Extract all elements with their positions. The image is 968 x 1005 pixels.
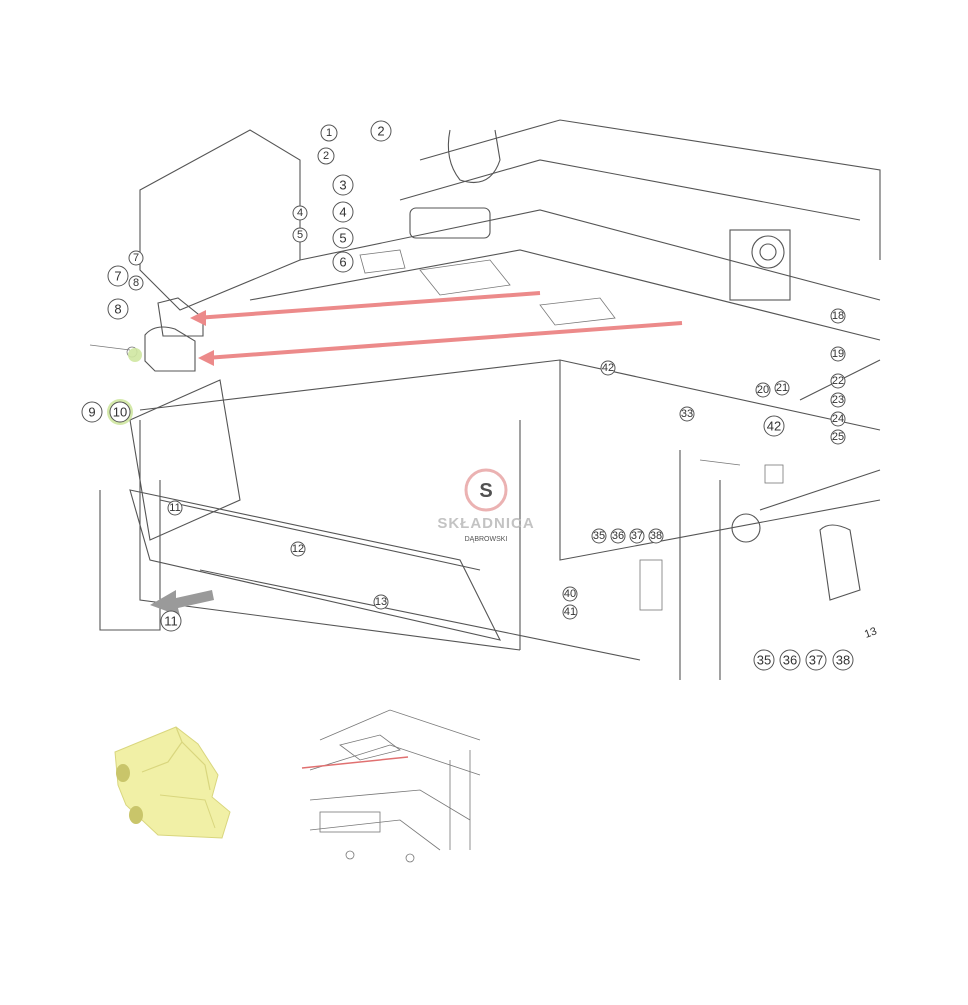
watermark-brand: SKŁADNICA xyxy=(437,515,534,532)
callout-4-large: 4 xyxy=(332,201,354,223)
svg-text:33: 33 xyxy=(681,408,693,420)
callout-25: 25 xyxy=(830,429,846,445)
callout-1: 1 xyxy=(320,124,338,142)
callout-36-small: 36 xyxy=(610,528,626,544)
callout-35-large: 35 xyxy=(753,649,775,671)
callout-18: 18 xyxy=(830,308,846,324)
callout-42-small: 42 xyxy=(600,360,616,376)
svg-text:11: 11 xyxy=(169,502,180,514)
svg-text:19: 19 xyxy=(832,348,844,360)
svg-text:21: 21 xyxy=(776,382,788,394)
svg-text:8: 8 xyxy=(114,302,121,317)
highlight-bushing xyxy=(128,348,142,362)
callout-2-large: 2 xyxy=(370,120,392,142)
svg-text:18: 18 xyxy=(832,310,844,322)
callout-41: 41 xyxy=(562,604,578,620)
callout-9: 9 xyxy=(81,401,103,423)
svg-text:42: 42 xyxy=(602,362,614,374)
callout-37-large: 37 xyxy=(805,649,827,671)
callout-8-large: 8 xyxy=(107,298,129,320)
watermark-logo: S SKŁADNICA DĄBROWSKI xyxy=(437,468,534,543)
svg-text:35: 35 xyxy=(757,653,771,668)
svg-text:37: 37 xyxy=(631,530,643,542)
svg-text:5: 5 xyxy=(339,231,346,246)
svg-text:24: 24 xyxy=(832,413,844,425)
callout-22: 22 xyxy=(830,373,846,389)
arrow-to-part-10 xyxy=(205,321,683,360)
arrow-to-part-8 xyxy=(195,291,541,320)
svg-text:23: 23 xyxy=(832,394,844,406)
callout-6: 6 xyxy=(332,251,354,273)
callout-20: 20 xyxy=(755,382,771,398)
diagram-thumbnail xyxy=(301,700,492,870)
svg-text:37: 37 xyxy=(809,653,823,668)
svg-text:13: 13 xyxy=(375,596,387,608)
callout-12: 12 xyxy=(290,541,306,557)
frame-drawing xyxy=(89,119,881,680)
callout-10: 10 xyxy=(109,401,131,423)
callout-42-large: 42 xyxy=(763,415,785,437)
callout-36-large: 36 xyxy=(779,649,801,671)
svg-text:7: 7 xyxy=(114,269,121,284)
svg-text:3: 3 xyxy=(339,178,346,193)
callout-24: 24 xyxy=(830,411,846,427)
svg-text:40: 40 xyxy=(564,588,576,600)
svg-text:11: 11 xyxy=(164,614,178,629)
callout-37-small: 37 xyxy=(629,528,645,544)
svg-text:5: 5 xyxy=(297,229,303,241)
callout-7-large: 7 xyxy=(107,265,129,287)
svg-text:20: 20 xyxy=(757,384,769,396)
partial-label-13: 13 xyxy=(863,625,879,640)
svg-text:36: 36 xyxy=(783,653,797,668)
callout-38-large: 38 xyxy=(832,649,854,671)
svg-text:38: 38 xyxy=(836,653,850,668)
svg-text:4: 4 xyxy=(339,205,346,220)
red-arrows xyxy=(190,291,683,366)
svg-text:35: 35 xyxy=(593,530,605,542)
callout-11-small: 11 xyxy=(167,500,183,516)
callout-23: 23 xyxy=(830,392,846,408)
callout-33: 33 xyxy=(679,406,695,422)
svg-text:2: 2 xyxy=(377,124,384,139)
svg-text:25: 25 xyxy=(832,431,844,443)
svg-text:S: S xyxy=(479,480,492,502)
callout-7-small: 7 xyxy=(128,250,144,266)
svg-text:6: 6 xyxy=(339,255,346,270)
svg-text:7: 7 xyxy=(133,252,139,264)
callout-11-large: 11 xyxy=(160,610,182,632)
svg-text:9: 9 xyxy=(88,405,95,420)
callout-35-small: 35 xyxy=(591,528,607,544)
product-photo-hinge-part xyxy=(114,726,231,839)
svg-text:2: 2 xyxy=(323,150,329,162)
svg-text:1: 1 xyxy=(326,127,332,139)
callout-21: 21 xyxy=(774,380,790,396)
svg-text:4: 4 xyxy=(297,207,303,219)
callout-4-small: 4 xyxy=(292,205,308,221)
svg-text:36: 36 xyxy=(612,530,624,542)
svg-text:38: 38 xyxy=(650,530,662,542)
svg-text:41: 41 xyxy=(564,606,576,618)
callout-40: 40 xyxy=(562,586,578,602)
svg-text:8: 8 xyxy=(133,277,139,289)
svg-text:10: 10 xyxy=(113,405,127,420)
svg-text:22: 22 xyxy=(832,375,844,387)
callout-2-small: 2 xyxy=(317,147,335,165)
callout-19: 19 xyxy=(830,346,846,362)
svg-text:12: 12 xyxy=(292,543,304,555)
callout-38-small: 38 xyxy=(648,528,664,544)
callout-5-large: 5 xyxy=(332,227,354,249)
watermark-sub: DĄBROWSKI xyxy=(465,536,508,543)
svg-text:42: 42 xyxy=(767,419,781,434)
callout-3: 3 xyxy=(332,174,354,196)
callout-8-small: 8 xyxy=(128,275,144,291)
callout-5-small: 5 xyxy=(292,227,308,243)
direction-arrow xyxy=(150,590,214,616)
callout-13: 13 xyxy=(373,594,389,610)
